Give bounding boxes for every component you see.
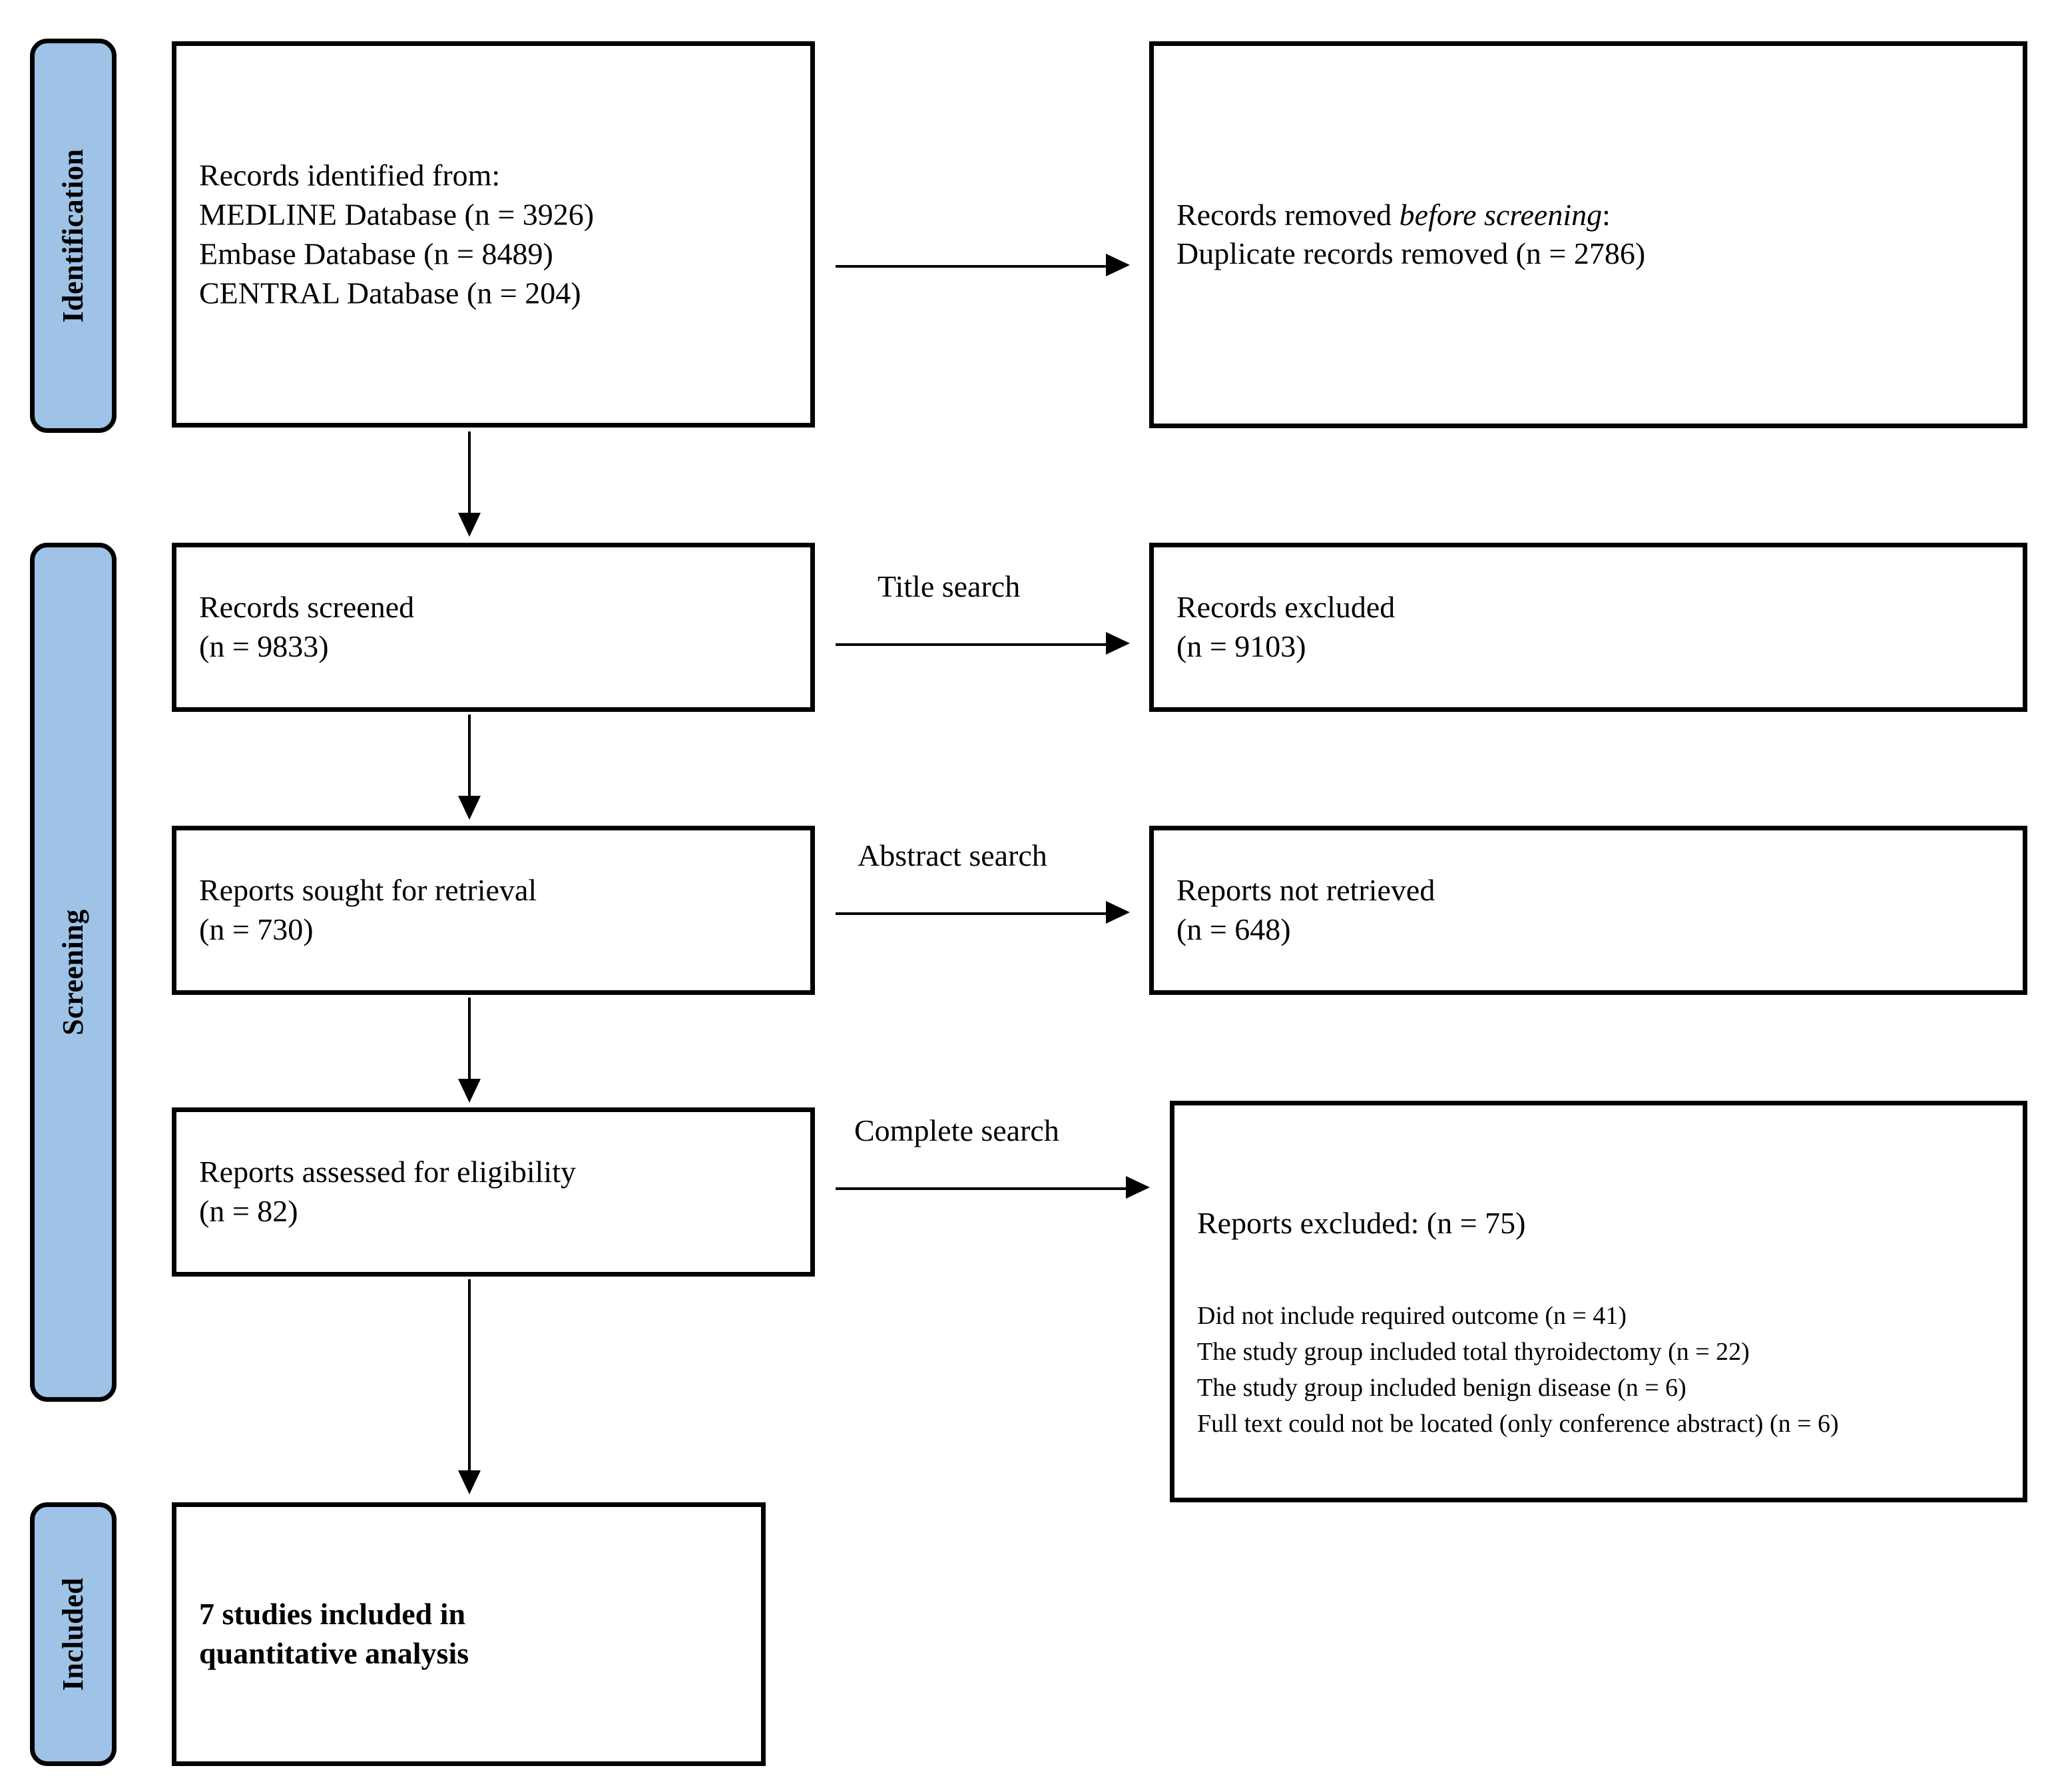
box-reports-sought: Reports sought for retrieval (n = 730) [172,826,815,995]
studies-included-line-2: quantitative analysis [199,1636,469,1670]
arrowhead-sought-to-assessed [458,1079,481,1103]
box-records-identified: Records identified from: MEDLINE Databas… [172,41,815,428]
arrowhead-screened-to-sought [458,796,481,820]
arrowhead-screened-to-excluded [1106,632,1130,655]
box-studies-included-text: 7 studies included in quantitative analy… [199,1595,748,1673]
reports-not-retrieved-line-2: (n = 648) [1176,912,1291,946]
connector-identified-to-removed [836,265,1109,268]
arrowhead-identified-to-removed [1106,254,1130,276]
box-reports-excluded: Reports excluded: (n = 75) Did not inclu… [1170,1101,2027,1502]
records-removed-line-1: Records removed before screening: [1176,196,2009,235]
reports-excluded-reason-2: The study group included total thyroidec… [1197,1337,1750,1366]
box-reports-sought-text: Reports sought for retrieval (n = 730) [199,871,797,950]
box-reports-not-retrieved: Reports not retrieved (n = 648) [1149,826,2027,995]
edge-label-abstract-search: Abstract search [858,838,1047,872]
reports-excluded-heading-text: Reports excluded: (n = 75) [1197,1206,1526,1240]
stage-bar-included: Included [30,1502,117,1766]
reports-excluded-reason-1: Did not include required outcome (n = 41… [1197,1302,1627,1330]
reports-sought-line-2: (n = 730) [199,912,314,946]
stage-label-identification: Identification [57,149,89,323]
reports-excluded-reason-3: The study group included benign disease … [1197,1373,1686,1402]
box-studies-included: 7 studies included in quantitative analy… [172,1502,766,1766]
records-removed-line-2: Duplicate records removed (n = 2786) [1176,236,1646,271]
records-identified-line-2: MEDLINE Database (n = 3926) [199,197,595,232]
connector-sought-to-not-retrieved [836,912,1109,915]
records-identified-line-3: Embase Database (n = 8489) [199,236,553,270]
reports-excluded-reason-list: Did not include required outcome (n = 41… [1197,1299,2013,1442]
reports-assessed-line-2: (n = 82) [199,1194,298,1228]
box-records-screened: Records screened (n = 9833) [172,543,815,712]
reports-assessed-line-1: Reports assessed for eligibility [199,1155,576,1189]
box-records-screened-text: Records screened (n = 9833) [199,588,797,667]
box-records-removed: Records removed before screening: Duplic… [1149,41,2027,428]
arrowhead-assessed-to-excluded [1126,1176,1150,1199]
edge-label-complete-search: Complete search [854,1113,1059,1147]
box-reports-assessed-text: Reports assessed for eligibility (n = 82… [199,1153,797,1231]
box-reports-assessed: Reports assessed for eligibility (n = 82… [172,1107,815,1277]
stage-bar-screening: Screening [30,543,117,1402]
box-records-removed-text: Records removed before screening: Duplic… [1176,196,2009,274]
records-removed-prefix: Records removed [1176,197,1400,232]
reports-excluded-reason-4: Full text could not be located (only con… [1197,1409,1839,1438]
arrowhead-identified-to-screened [458,513,481,537]
reports-sought-line-1: Reports sought for retrieval [199,873,537,908]
arrowhead-sought-to-not-retrieved [1106,901,1130,924]
stage-label-included: Included [57,1577,89,1691]
records-screened-line-1: Records screened [199,590,415,625]
connector-screened-to-excluded [836,643,1109,646]
connector-sought-to-assessed [468,998,471,1081]
connector-assessed-to-included [468,1279,471,1472]
studies-included-line-1: 7 studies included in [199,1597,466,1632]
box-reports-excluded-heading: Reports excluded: (n = 75) [1197,1204,2009,1243]
edge-label-title-search: Title search [878,569,1021,603]
connector-identified-to-screened [468,432,471,515]
stage-bar-identification: Identification [30,39,117,433]
arrowhead-assessed-to-included [458,1470,481,1494]
box-records-identified-text: Records identified from: MEDLINE Databas… [199,156,797,313]
records-identified-line-1: Records identified from: [199,158,501,192]
connector-screened-to-sought [468,715,471,798]
records-removed-suffix: : [1602,197,1611,232]
connector-assessed-to-excluded [836,1187,1129,1190]
box-reports-not-retrieved-text: Reports not retrieved (n = 648) [1176,871,2009,950]
records-identified-line-4: CENTRAL Database (n = 204) [199,275,581,310]
stage-label-screening: Screening [57,909,89,1036]
records-excluded-line-2: (n = 9103) [1176,629,1306,663]
records-removed-emphasis: before screening [1399,197,1603,232]
records-screened-line-2: (n = 9833) [199,629,329,663]
reports-not-retrieved-line-1: Reports not retrieved [1176,873,1435,908]
box-records-excluded: Records excluded (n = 9103) [1149,543,2027,712]
records-excluded-line-1: Records excluded [1176,590,1396,625]
box-records-excluded-text: Records excluded (n = 9103) [1176,588,2009,667]
